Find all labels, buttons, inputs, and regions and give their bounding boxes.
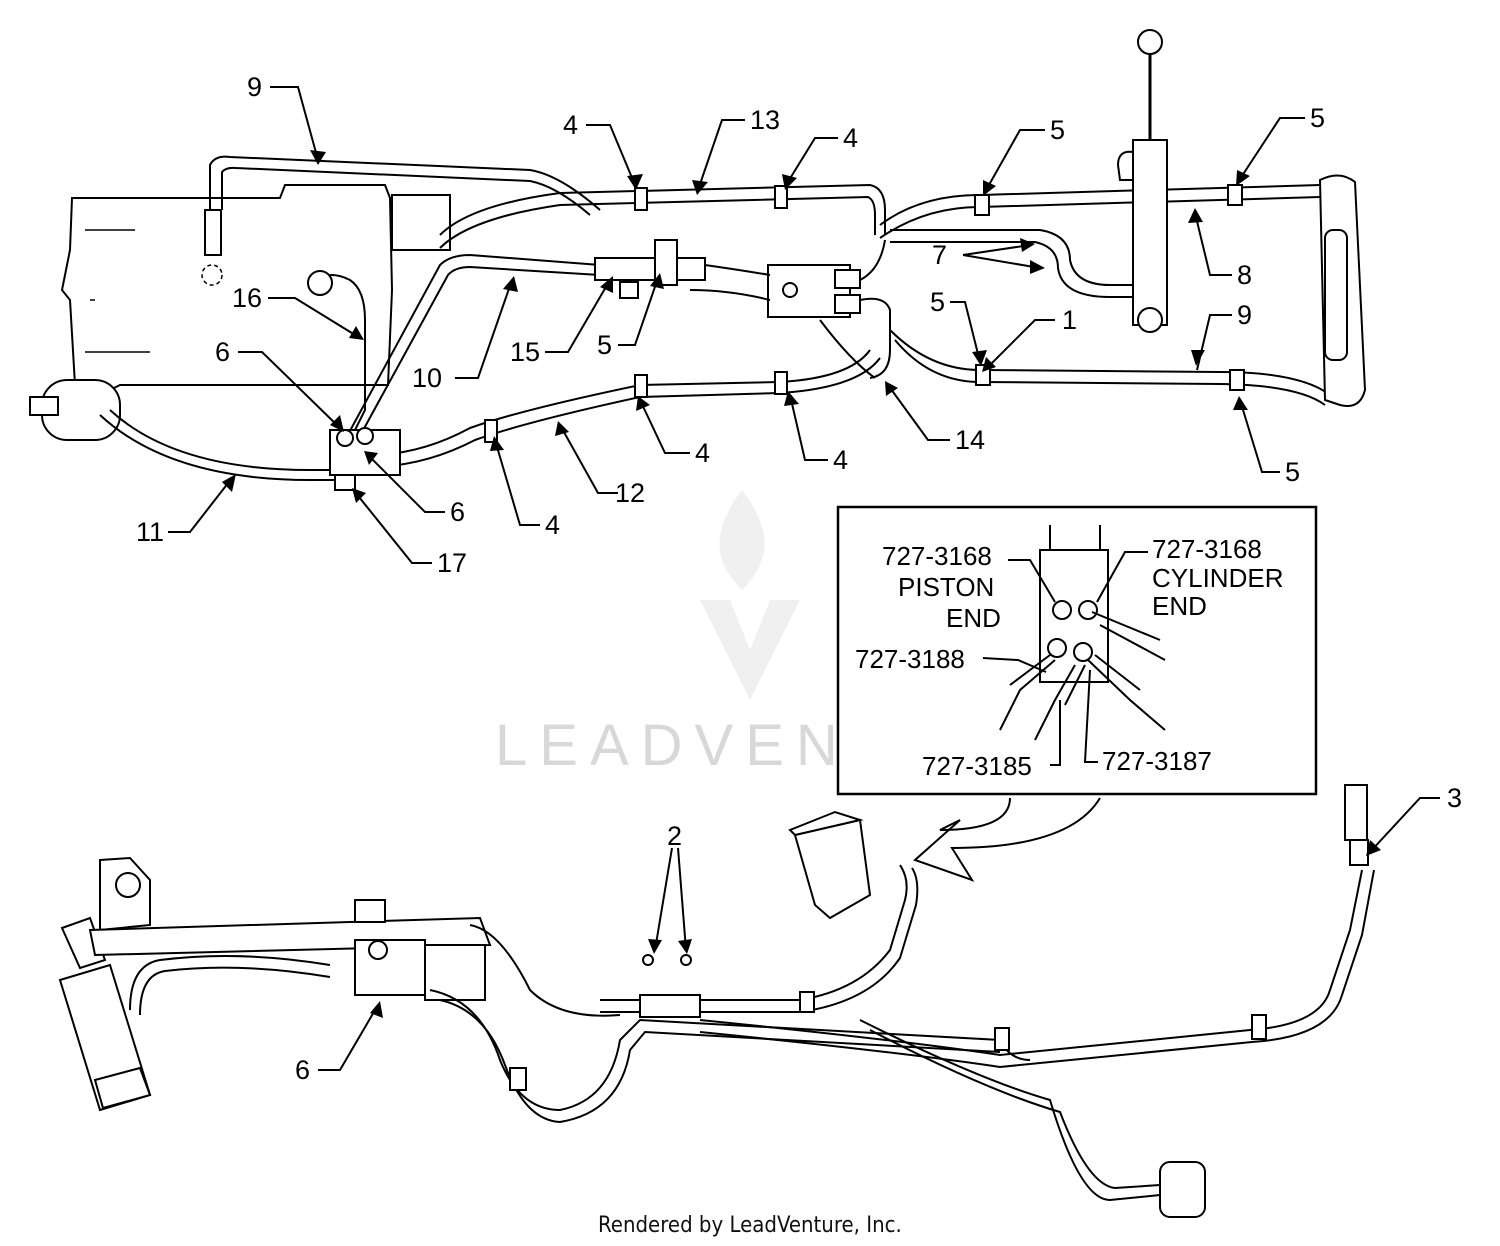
clamp-4 bbox=[634, 374, 648, 398]
inset-part-3187: 727-3187 bbox=[1102, 746, 1212, 776]
callout-16: 16 bbox=[232, 283, 262, 313]
callout-5: 5 bbox=[930, 287, 945, 317]
top-assembly bbox=[29, 29, 1367, 491]
manifold-block bbox=[793, 818, 872, 920]
callout-15: 15 bbox=[510, 337, 540, 367]
valve-15 bbox=[594, 257, 706, 281]
transmission-housing bbox=[60, 184, 394, 397]
clamp-5 bbox=[974, 194, 990, 216]
valve-lower bbox=[354, 939, 426, 996]
callout-11: 11 bbox=[136, 517, 164, 547]
callout-5: 5 bbox=[1285, 457, 1300, 487]
callout-6: 6 bbox=[215, 337, 230, 367]
callout-7: 7 bbox=[932, 240, 947, 270]
hose-lower-a bbox=[429, 989, 1031, 1112]
inset-piston-line2: END bbox=[946, 603, 1001, 633]
callout-12: 12 bbox=[615, 478, 645, 508]
valve-2 bbox=[639, 994, 701, 1018]
callout-1: 1 bbox=[1062, 305, 1077, 335]
callout-5: 5 bbox=[1050, 115, 1065, 145]
callout-8: 8 bbox=[1237, 260, 1252, 290]
callout-5: 5 bbox=[1310, 103, 1325, 133]
callout-leaders bbox=[168, 86, 1440, 1071]
callout-17: 17 bbox=[437, 548, 467, 578]
hose-lower-b bbox=[600, 864, 908, 1001]
clamp-4 bbox=[774, 371, 788, 395]
bottom-assembly bbox=[58, 784, 1375, 1218]
inset-cylinder-part: 727-3168 bbox=[1152, 534, 1262, 564]
clamp-5 bbox=[1227, 184, 1243, 206]
callout-5: 5 bbox=[597, 330, 612, 360]
watermark-logo bbox=[700, 490, 800, 700]
callout-arrowheads bbox=[222, 150, 1381, 1018]
callout-3: 3 bbox=[1447, 783, 1462, 813]
detail-inset: 727-3168 PISTON END 727-3168 CYLINDER EN… bbox=[836, 505, 1318, 882]
hose-12 bbox=[369, 349, 871, 456]
clamp-5 bbox=[1229, 369, 1245, 391]
callout-6: 6 bbox=[450, 497, 465, 527]
callout-4: 4 bbox=[545, 510, 560, 540]
callout-4: 4 bbox=[843, 123, 858, 153]
hose-9-lower bbox=[889, 329, 1331, 396]
filter-cap bbox=[29, 396, 59, 416]
hose-8 bbox=[879, 184, 1321, 226]
callout-4: 4 bbox=[695, 438, 710, 468]
clamp-4 bbox=[774, 185, 788, 209]
callout-4: 4 bbox=[833, 445, 848, 475]
callout-13: 13 bbox=[750, 105, 780, 135]
callout-10: 10 bbox=[412, 363, 442, 393]
hidden-fitting bbox=[201, 264, 223, 286]
inset-cylinder-line1: CYLINDER bbox=[1152, 563, 1283, 593]
hydraulic-cylinder bbox=[1116, 29, 1168, 333]
inset-pointer-arrow bbox=[913, 797, 1101, 882]
pump-block bbox=[391, 194, 451, 251]
callout-14: 14 bbox=[955, 425, 985, 455]
inset-part-3185: 727-3185 bbox=[922, 751, 1032, 781]
bottom-fitting bbox=[1159, 1161, 1206, 1218]
inset-cylinder-line2: END bbox=[1152, 591, 1207, 621]
inset-piston-line1: PISTON bbox=[898, 572, 994, 602]
hose-lower-c bbox=[699, 869, 1363, 1057]
inset-part-3188: 727-3188 bbox=[855, 644, 965, 674]
callout-9: 9 bbox=[247, 72, 262, 102]
callout-6: 6 bbox=[295, 1055, 310, 1085]
callout-9: 9 bbox=[1237, 300, 1252, 330]
callout-4: 4 bbox=[563, 110, 578, 140]
handle-3 bbox=[1344, 784, 1368, 841]
hose-13 bbox=[439, 183, 886, 236]
callout-2: 2 bbox=[667, 821, 682, 851]
hose-14 bbox=[859, 297, 891, 379]
fitting-upper bbox=[204, 209, 222, 256]
footer-credit: Rendered by LeadVenture, Inc. bbox=[598, 1213, 902, 1238]
hose-11 bbox=[99, 414, 345, 481]
clamp-4 bbox=[634, 187, 648, 211]
hose-10 bbox=[344, 253, 601, 441]
inset-piston-part: 727-3168 bbox=[882, 541, 992, 571]
